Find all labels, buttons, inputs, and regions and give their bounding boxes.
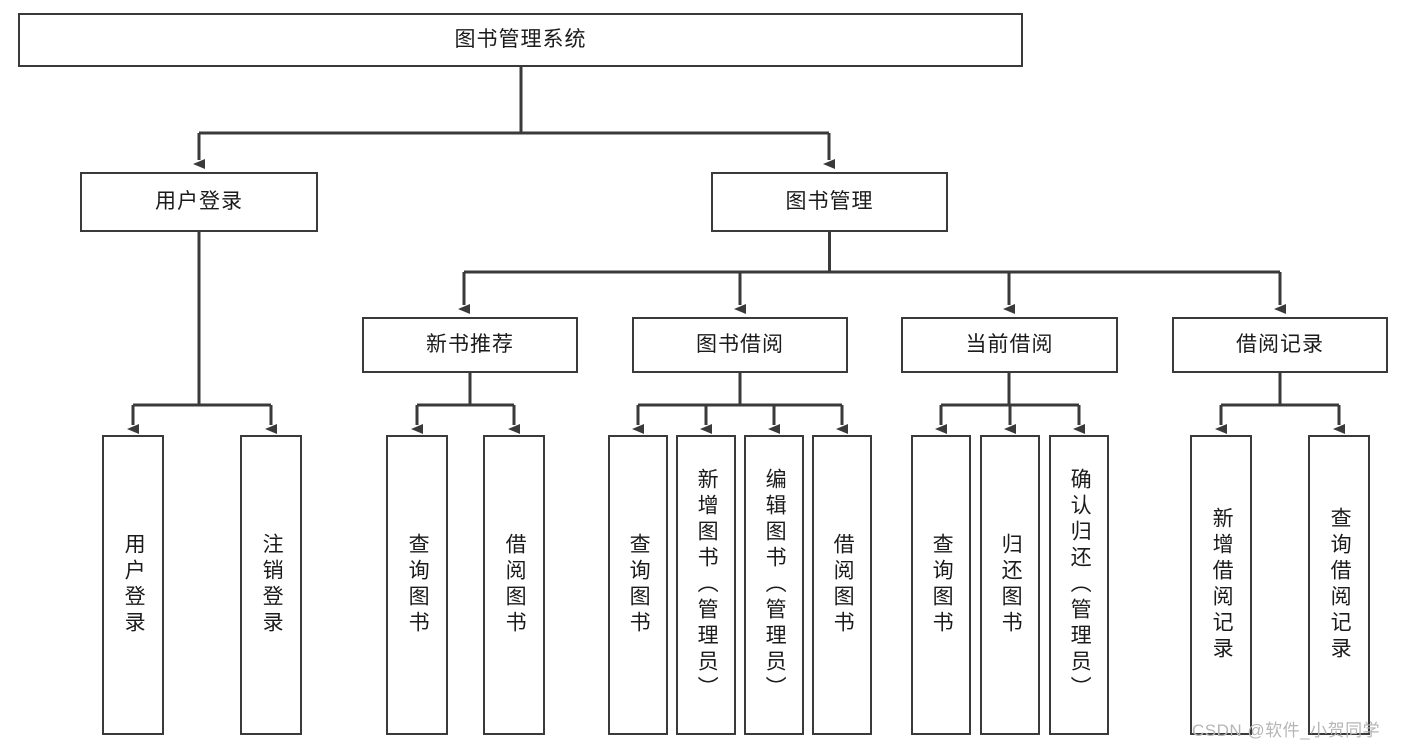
node-user-login[interactable]: 用户登录 [80, 172, 318, 232]
node-leaf-edit-book-label: 编辑图书（管理员） [763, 468, 787, 702]
node-leaf-query-book-3[interactable]: 查询图书 [911, 435, 971, 735]
node-leaf-borrow-book-1[interactable]: 借阅图书 [483, 435, 545, 735]
node-leaf-return-book[interactable]: 归还图书 [980, 435, 1040, 735]
node-leaf-add-book-label: 新增图书（管理员） [695, 468, 719, 702]
node-leaf-borrow-book-1-label: 借阅图书 [503, 533, 527, 637]
node-leaf-query-book-3-label: 查询图书 [930, 533, 954, 637]
node-new-book-recommend[interactable]: 新书推荐 [362, 317, 578, 373]
node-leaf-user-logout[interactable]: 注销登录 [240, 435, 302, 735]
node-current-borrow-label: 当前借阅 [965, 332, 1054, 356]
node-root-label: 图书管理系统 [454, 27, 587, 51]
node-leaf-confirm-return-label: 确认归还（管理员） [1068, 468, 1092, 702]
node-leaf-add-book[interactable]: 新增图书（管理员） [676, 435, 736, 735]
node-book-borrow[interactable]: 图书借阅 [632, 317, 848, 373]
node-new-book-recommend-label: 新书推荐 [426, 332, 514, 356]
node-current-borrow[interactable]: 当前借阅 [901, 317, 1118, 373]
node-borrow-record-label: 借阅记录 [1236, 332, 1324, 356]
node-leaf-user-login[interactable]: 用户登录 [102, 435, 164, 735]
node-root[interactable]: 图书管理系统 [18, 13, 1023, 67]
node-leaf-borrow-book-2[interactable]: 借阅图书 [812, 435, 872, 735]
node-borrow-record[interactable]: 借阅记录 [1172, 317, 1388, 373]
node-leaf-borrow-book-2-label: 借阅图书 [831, 533, 855, 637]
node-book-manage-label: 图书管理 [785, 189, 874, 213]
node-leaf-confirm-return[interactable]: 确认归还（管理员） [1049, 435, 1109, 735]
node-leaf-query-record-label: 查询借阅记录 [1328, 507, 1352, 663]
node-book-manage[interactable]: 图书管理 [711, 172, 948, 232]
node-leaf-query-book-1[interactable]: 查询图书 [386, 435, 448, 735]
node-leaf-return-book-label: 归还图书 [999, 533, 1023, 637]
node-leaf-user-login-label: 用户登录 [122, 533, 146, 637]
node-leaf-edit-book[interactable]: 编辑图书（管理员） [744, 435, 804, 735]
node-book-borrow-label: 图书借阅 [696, 332, 784, 356]
node-leaf-add-record[interactable]: 新增借阅记录 [1190, 435, 1252, 735]
node-leaf-query-book-2-label: 查询图书 [627, 533, 651, 637]
node-leaf-query-book-1-label: 查询图书 [406, 533, 430, 637]
node-leaf-user-logout-label: 注销登录 [260, 533, 284, 637]
node-leaf-query-book-2[interactable]: 查询图书 [608, 435, 668, 735]
node-leaf-add-record-label: 新增借阅记录 [1210, 507, 1234, 663]
node-user-login-label: 用户登录 [155, 189, 243, 213]
watermark-text: CSDN @软件_小贺同学 [1192, 721, 1381, 740]
node-leaf-query-record[interactable]: 查询借阅记录 [1308, 435, 1370, 735]
